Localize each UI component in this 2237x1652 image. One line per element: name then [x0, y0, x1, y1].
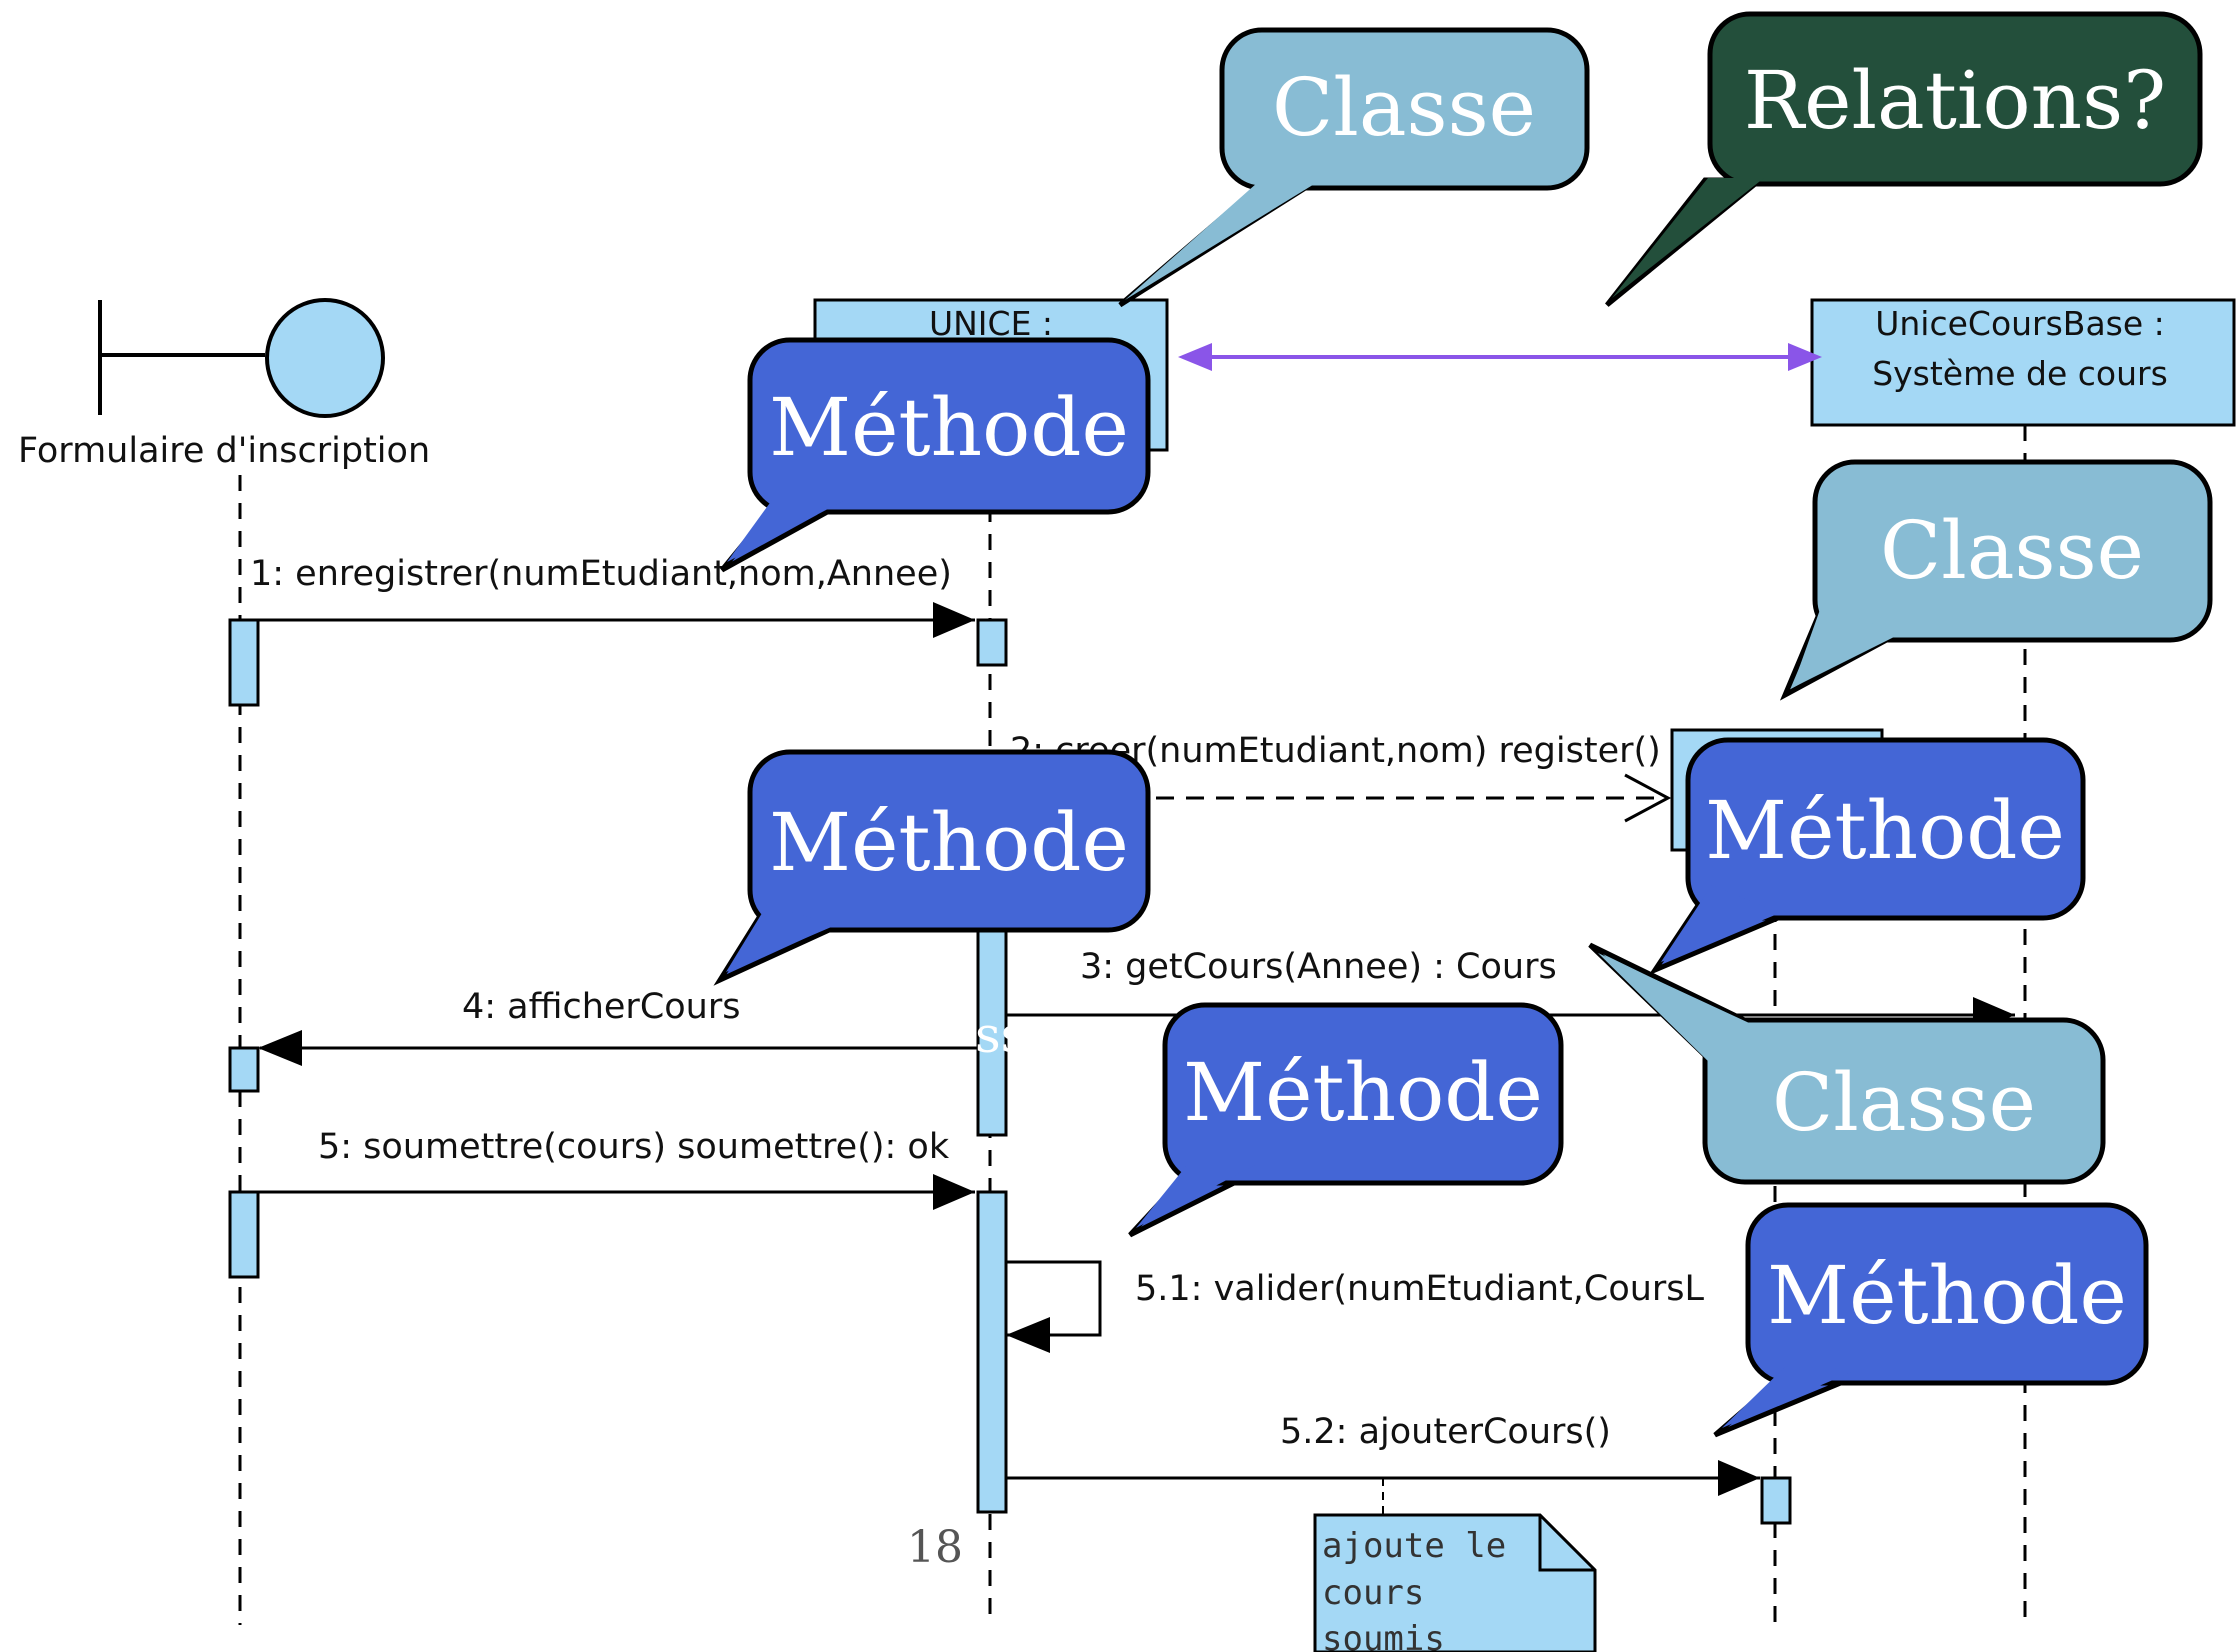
callout-methode-1-text: Méthode [769, 381, 1129, 474]
arrowhead-1 [933, 602, 975, 638]
page-number: 18 [907, 1522, 963, 1573]
arrowhead-4 [258, 1030, 302, 1066]
message-52: 5.2: ajouterCours() [1280, 1412, 1611, 1452]
callout-methode-5-text: Méthode [1767, 1249, 2127, 1342]
callout-classe-bottom-text: Classe [1772, 1056, 2036, 1149]
arrowhead-51 [1006, 1317, 1050, 1353]
boundary-label: Formulaire d'inscription [18, 431, 430, 471]
callout-methode-3: Méthode [1648, 737, 2086, 976]
callout-methode-1: Méthode [720, 337, 1151, 573]
relation-arrow [1178, 343, 1822, 371]
arrowhead-52 [1718, 1460, 1760, 1496]
callout-classe-top: Classe [1118, 27, 1590, 308]
boundary-icon [98, 298, 385, 418]
note-line-3: soumis [1322, 1619, 1445, 1652]
object-unicecoursbase: UniceCoursBase : Système de cours [1810, 298, 2236, 427]
activation-bars [228, 618, 1792, 1525]
callout-methode-2: Méthode [713, 749, 1151, 986]
object-base-label-1: UniceCoursBase : [1875, 304, 2165, 343]
message-arrow-51 [1006, 1260, 1102, 1337]
callout-relations-text: Relations? [1744, 54, 2166, 147]
callout-methode-5: Méthode [1713, 1202, 2149, 1438]
message-1: 1: enregistrer(numEtudiant,nom,Annee) [250, 554, 952, 594]
callout-methode-2-text: Méthode [769, 796, 1129, 889]
message-4: 4: afficherCours [462, 987, 740, 1027]
arrowhead-5 [933, 1174, 975, 1210]
object-unice-label: UNICE : [929, 304, 1053, 343]
callout-relations: Relations? [1605, 11, 2203, 307]
callout-methode-4: Méthode [1128, 1002, 1564, 1238]
callout-classe-right-text: Classe [1880, 504, 2144, 597]
note-line-2: cours [1322, 1573, 1424, 1613]
callout-methode-4-text: Méthode [1183, 1046, 1543, 1139]
callout-classe-bottom: Classe [1588, 942, 2106, 1185]
note-line-1: ajoute le [1322, 1526, 1506, 1566]
note: ajoute le cours soumis [1313, 1513, 1597, 1652]
callout-classe-right: Classe [1779, 459, 2213, 701]
ghost-text: sse [975, 1006, 1056, 1064]
object-base-label-2: Système de cours [1872, 354, 2168, 393]
message-5: 5: soumettre(cours) soumettre(): ok [318, 1127, 950, 1167]
arrowhead-2 [1624, 773, 1672, 823]
callout-classe-top-text: Classe [1272, 61, 1536, 154]
message-3: 3: getCours(Annee) : Cours [1080, 947, 1557, 987]
callout-methode-3-text: Méthode [1705, 784, 2065, 877]
message-51: 5.1: valider(numEtudiant,CoursL [1135, 1269, 1705, 1309]
